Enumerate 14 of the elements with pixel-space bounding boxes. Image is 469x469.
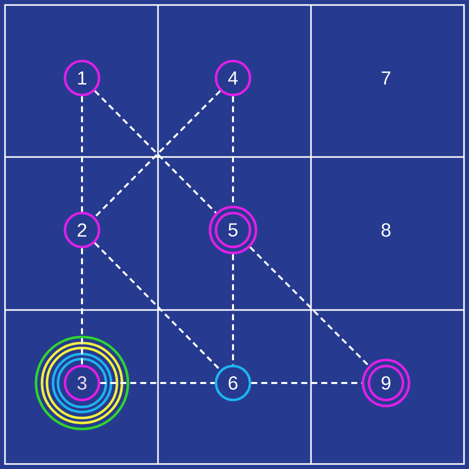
number-label: 7	[382, 72, 390, 84]
circle-node: 1	[64, 60, 100, 96]
dashed-line	[232, 254, 234, 365]
circle-node: 6	[214, 364, 252, 402]
dashed-line	[94, 242, 221, 371]
dashed-line	[251, 382, 362, 384]
dashed-line	[81, 248, 83, 365]
circle-node: 2	[64, 212, 100, 248]
target-rings: 3	[34, 336, 130, 430]
dashed-line	[81, 96, 83, 212]
number-label: 8	[382, 223, 390, 237]
circle-node: 4	[214, 60, 252, 96]
dashed-line	[100, 382, 215, 384]
dashed-line	[249, 246, 370, 367]
